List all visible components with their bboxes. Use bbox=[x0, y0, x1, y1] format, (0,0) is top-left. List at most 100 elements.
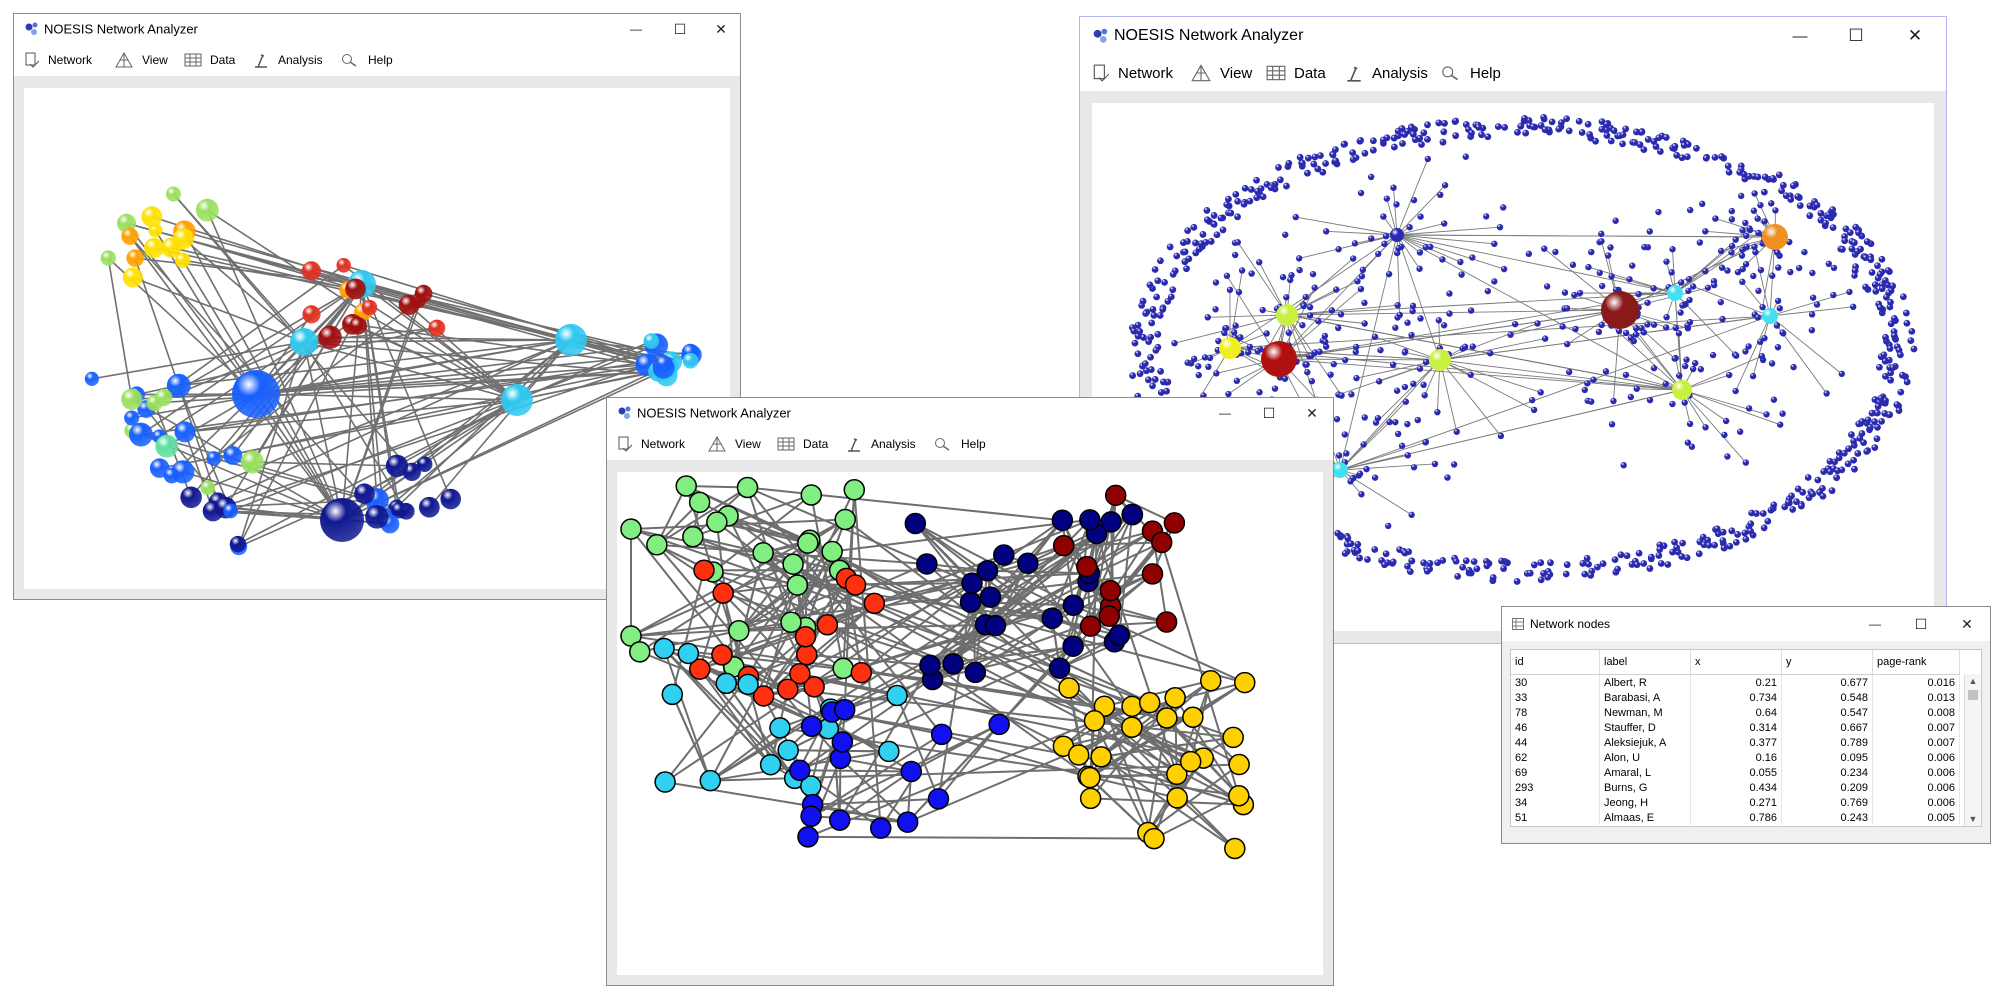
maximize-button[interactable]: ☐ bbox=[1898, 607, 1944, 641]
menu-data[interactable]: Data bbox=[777, 428, 828, 460]
title-bar[interactable]: NOESIS Network Analyzer — ☐ ✕ bbox=[1080, 17, 1946, 55]
menu-help[interactable]: Help bbox=[1440, 55, 1501, 91]
network-graph[interactable] bbox=[617, 472, 1323, 975]
table-icon bbox=[1512, 618, 1524, 630]
cell-id: 34 bbox=[1511, 795, 1600, 810]
column-header-label[interactable]: label bbox=[1599, 650, 1691, 675]
menu-analysis[interactable]: Analysis bbox=[845, 428, 916, 460]
cell-page-rank: 0.006 bbox=[1872, 795, 1960, 810]
data-grid-icon bbox=[1266, 65, 1286, 81]
close-button[interactable]: ✕ bbox=[1944, 607, 1990, 641]
help-search-icon bbox=[1442, 66, 1459, 81]
maximize-button[interactable]: ☐ bbox=[1828, 17, 1884, 55]
close-button[interactable]: ✕ bbox=[1291, 398, 1333, 428]
menu-analysis[interactable]: Analysis bbox=[252, 44, 323, 76]
menu-network[interactable]: Network bbox=[617, 428, 685, 460]
network-canvas[interactable] bbox=[1092, 103, 1934, 631]
network-file-icon bbox=[1093, 64, 1110, 82]
column-header-x[interactable]: x bbox=[1690, 650, 1782, 675]
minimize-button[interactable]: — bbox=[1203, 398, 1247, 428]
column-header-id[interactable]: id bbox=[1511, 650, 1600, 675]
maximize-icon: ☐ bbox=[1914, 615, 1928, 632]
cell-x: 0.21 bbox=[1690, 674, 1782, 690]
close-button[interactable]: ✕ bbox=[1884, 17, 1946, 55]
table-header: id label x y page-rank bbox=[1511, 650, 1960, 675]
cell-id: 44 bbox=[1511, 735, 1600, 750]
maximize-icon: ☐ bbox=[1848, 26, 1864, 45]
network-canvas[interactable] bbox=[24, 88, 730, 589]
menu-data[interactable]: Data bbox=[184, 44, 235, 76]
cell-x: 0.434 bbox=[1690, 780, 1782, 795]
network-graph[interactable] bbox=[1092, 103, 1934, 631]
cell-label: Barabasi, A bbox=[1599, 690, 1691, 705]
noesis-app-icon bbox=[618, 406, 631, 419]
scroll-thumb[interactable] bbox=[1968, 690, 1978, 700]
menu-analysis[interactable]: Analysis bbox=[1344, 55, 1428, 91]
title-bar[interactable]: NOESIS Network Analyzer — ☐ ✕ bbox=[14, 14, 740, 44]
cell-id: 46 bbox=[1511, 720, 1600, 735]
menu-help[interactable]: Help bbox=[933, 428, 986, 460]
maximize-icon: ☐ bbox=[673, 20, 687, 37]
help-search-icon bbox=[935, 438, 950, 451]
cell-y: 0.547 bbox=[1781, 705, 1873, 720]
analyzer-window-large: NOESIS Network Analyzer — ☐ ✕ Network Vi… bbox=[1079, 16, 1947, 644]
vertical-scrollbar[interactable]: ▲ ▼ bbox=[1964, 674, 1981, 826]
minimize-icon: — bbox=[630, 22, 642, 36]
cell-label: Albert, R bbox=[1599, 674, 1691, 690]
view-web-icon bbox=[708, 436, 726, 452]
minimize-button[interactable]: — bbox=[614, 14, 658, 44]
content-area bbox=[1080, 91, 1946, 643]
menu-view[interactable]: View bbox=[1190, 55, 1252, 91]
title-bar[interactable]: Network nodes — ☐ ✕ bbox=[1502, 607, 1990, 641]
menu-network[interactable]: Network bbox=[1092, 55, 1173, 91]
cell-y: 0.548 bbox=[1781, 690, 1873, 705]
menu-bar: Network View Data Analysis Help bbox=[14, 44, 740, 77]
cell-id: 30 bbox=[1511, 674, 1600, 690]
cell-y: 0.769 bbox=[1781, 795, 1873, 810]
minimize-button[interactable]: — bbox=[1852, 607, 1898, 641]
minimize-icon: — bbox=[1219, 406, 1231, 420]
help-search-icon bbox=[342, 54, 357, 67]
maximize-button[interactable]: ☐ bbox=[658, 14, 702, 44]
menu-network[interactable]: Network bbox=[24, 44, 92, 76]
cell-id: 293 bbox=[1511, 780, 1600, 795]
cell-label: Almaas, E bbox=[1599, 810, 1691, 825]
cell-id: 78 bbox=[1511, 705, 1600, 720]
menu-view[interactable]: View bbox=[707, 428, 761, 460]
column-header-page-rank[interactable]: page-rank bbox=[1872, 650, 1960, 675]
analysis-microscope-icon bbox=[255, 54, 267, 68]
analyzer-window-spheres: NOESIS Network Analyzer — ☐ ✕ Network Vi… bbox=[13, 13, 741, 600]
cell-y: 0.243 bbox=[1781, 810, 1873, 825]
network-nodes-window: Network nodes — ☐ ✕ id label x y page-ra… bbox=[1501, 606, 1991, 844]
column-header-y[interactable]: y bbox=[1781, 650, 1873, 675]
menu-data[interactable]: Data bbox=[1266, 55, 1326, 91]
cell-page-rank: 0.016 bbox=[1872, 674, 1960, 690]
cell-page-rank: 0.005 bbox=[1872, 810, 1960, 825]
maximize-button[interactable]: ☐ bbox=[1247, 398, 1291, 428]
window-title: NOESIS Network Analyzer bbox=[637, 405, 791, 421]
network-canvas[interactable] bbox=[617, 472, 1323, 975]
scroll-up-icon[interactable]: ▲ bbox=[1968, 676, 1978, 686]
minimize-button[interactable]: — bbox=[1772, 17, 1828, 55]
menu-help[interactable]: Help bbox=[340, 44, 393, 76]
menu-view[interactable]: View bbox=[114, 44, 168, 76]
close-button[interactable]: ✕ bbox=[702, 14, 740, 44]
cell-page-rank: 0.006 bbox=[1872, 780, 1960, 795]
cell-id: 33 bbox=[1511, 690, 1600, 705]
cell-page-rank: 0.007 bbox=[1872, 720, 1960, 735]
cell-page-rank: 0.007 bbox=[1872, 735, 1960, 750]
scroll-down-icon[interactable]: ▼ bbox=[1968, 814, 1978, 824]
network-graph[interactable] bbox=[24, 88, 730, 589]
minimize-icon: — bbox=[1792, 27, 1808, 45]
title-bar[interactable]: NOESIS Network Analyzer — ☐ ✕ bbox=[607, 398, 1333, 428]
